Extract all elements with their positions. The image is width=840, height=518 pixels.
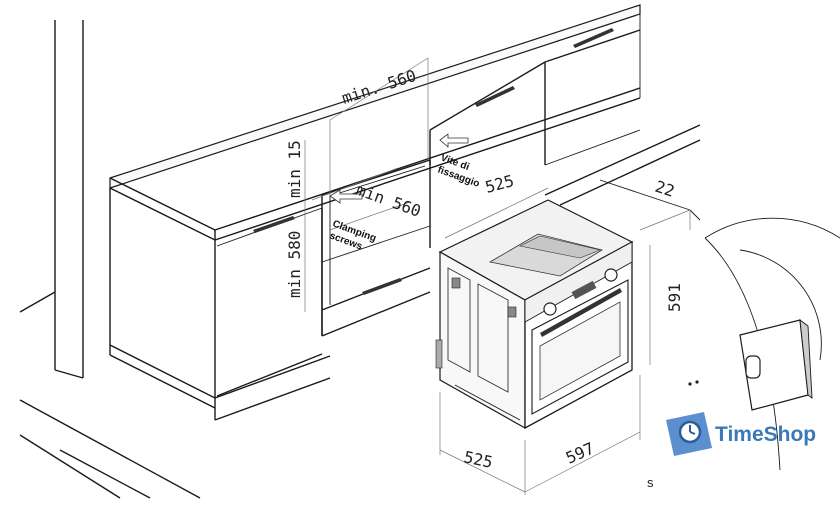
base-cabinet-left	[109, 188, 331, 421]
oven-display	[571, 280, 597, 300]
dim-height-front: 591	[665, 283, 684, 312]
drawer-handle-lower	[362, 278, 402, 295]
wall-cabinets	[429, 28, 641, 245]
oven-dimension-lines	[439, 187, 691, 495]
dim-top-gap: min 15	[285, 140, 304, 198]
oven-knob-right	[604, 268, 618, 282]
drawer-handle	[253, 216, 295, 233]
oven-door	[531, 279, 629, 415]
arrow-vite	[439, 133, 469, 148]
arrow-clamping	[329, 189, 363, 204]
dim-panel-thickness: 22	[653, 177, 677, 201]
dim-width-front: 597	[563, 439, 597, 468]
oven	[435, 199, 634, 430]
wall-lines	[19, 20, 201, 499]
text-fragment: s	[647, 475, 654, 490]
dim-niche-width-inner: min 560	[354, 180, 424, 221]
floor-lines-right	[544, 124, 701, 221]
dim-depth-bottom: 525	[462, 447, 494, 472]
oven-control-panel	[524, 241, 633, 323]
dim-niche-height: min 580	[285, 231, 304, 298]
logo-text: TimeShop	[715, 423, 816, 446]
countertop	[109, 4, 641, 241]
oven-knob-left	[543, 302, 557, 316]
oven-door-handle	[540, 288, 622, 337]
oven-window	[539, 301, 621, 401]
niche-dimension-lines	[304, 57, 429, 312]
cabinet-handle-2	[573, 28, 614, 48]
dim-niche-width-top: min. 560	[339, 66, 418, 108]
cabinet-handle-1	[475, 86, 515, 107]
timeshop-logo: TimeShop	[666, 412, 816, 456]
detail-inset	[688, 217, 840, 471]
dim-depth-top: 525	[483, 171, 516, 197]
detail-knob	[745, 355, 761, 379]
